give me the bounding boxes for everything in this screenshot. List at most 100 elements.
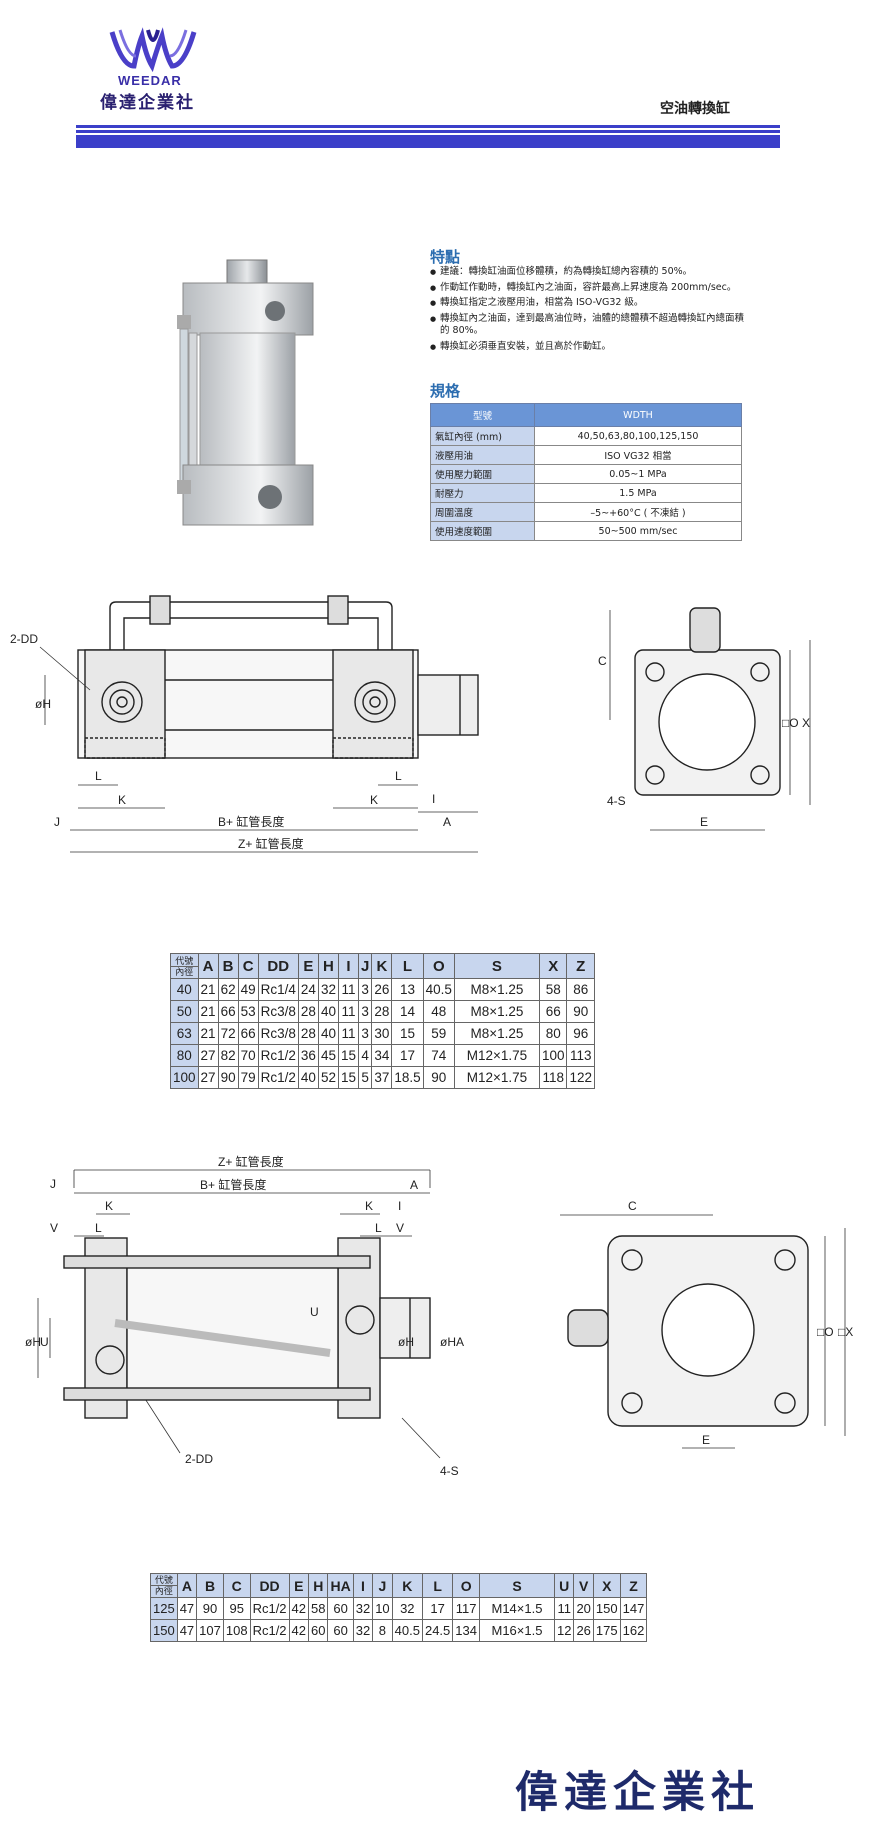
spec-row: 氣缸內徑 (mm)40,50,63,80,100,125,150	[430, 426, 742, 446]
dimension-cell: 96	[566, 1022, 595, 1045]
dimension-cell: 47	[176, 1619, 198, 1642]
dimension-cell: 47	[176, 1597, 198, 1620]
label2-s: 4-S	[440, 1464, 459, 1478]
dimension-cell: 107	[196, 1619, 224, 1642]
feature-item: 轉換缸指定之液壓用油，相當為 ISO-VG32 級。	[430, 297, 750, 310]
dimension-cell: 40.5	[422, 978, 455, 1001]
spec-key: 耐壓力	[430, 483, 535, 503]
spec-key: 使用壓力範圍	[430, 464, 535, 484]
dimension-cell: 11	[553, 1597, 575, 1620]
dimension-cell: 42	[288, 1597, 310, 1620]
dim-header: E	[297, 953, 319, 979]
dimension-cell: 30	[371, 1022, 393, 1045]
spec-title: 規格	[430, 382, 461, 400]
dimension-cell: 27	[197, 1066, 219, 1089]
dimension-cell: 42	[288, 1619, 310, 1642]
dimension-cell: 18.5	[391, 1066, 424, 1089]
label2-l1: L	[95, 1221, 102, 1235]
dim-header: J	[357, 953, 373, 979]
dimension-cell: Rc1/2	[257, 1044, 299, 1067]
spec-value: ISO VG32 相當	[534, 445, 742, 465]
spec-value: –5~+60°C ( 不凍結 )	[534, 502, 742, 522]
label-e: E	[700, 815, 708, 829]
dim-header: Z	[566, 953, 595, 979]
label-dd: 2-DD	[10, 632, 38, 646]
dim-header: B	[196, 1573, 224, 1598]
dimension-cell: 90	[217, 1066, 239, 1089]
dim-header: DD	[257, 953, 299, 979]
drawing-2-technical: Z+ 缸管長度 J B+ 缸管長度 A K K I V L L V øH U U…	[25, 1154, 853, 1478]
dimension-cell: 20	[573, 1597, 594, 1620]
spec-value: 0.05~1 MPa	[534, 464, 742, 484]
dimension-cell: 66	[237, 1022, 259, 1045]
dimension-cell: 10	[372, 1597, 393, 1620]
dimension-cell: 122	[566, 1066, 595, 1089]
brand-name-zh: 偉達企業社	[100, 93, 195, 113]
dimension-cell: 11	[337, 978, 360, 1001]
dimension-cell: Rc3/8	[257, 1000, 299, 1023]
dimension-cell: 27	[197, 1044, 219, 1067]
dimension-cell: 52	[317, 1066, 339, 1089]
dimension-cell: 26	[371, 978, 393, 1001]
label2-a: A	[410, 1178, 418, 1192]
dimension-cell: 14	[391, 1000, 424, 1023]
spec-key: 使用速度範圍	[430, 521, 535, 541]
dimension-cell: 86	[566, 978, 595, 1001]
dimension-cell: 21	[197, 978, 219, 1001]
dimension-cell: M14×1.5	[478, 1597, 555, 1620]
brand-name-en: WEEDAR	[118, 73, 182, 88]
dimension-cell: 24.5	[421, 1619, 454, 1642]
dimension-cell: 11	[337, 1022, 360, 1045]
dimension-cell: Rc1/2	[249, 1619, 290, 1642]
dimension-cell: 12	[553, 1619, 575, 1642]
dimension-cell: 58	[538, 978, 568, 1001]
dim-header: K	[391, 1573, 423, 1598]
dimension-cell: 59	[422, 1022, 455, 1045]
dimension-cell: 3	[357, 1022, 373, 1045]
dimension-cell: 74	[422, 1044, 455, 1067]
dimension-cell: 118	[538, 1066, 568, 1089]
dimension-cell: 13	[391, 978, 424, 1001]
label2-v1: V	[50, 1221, 58, 1235]
dimension-cell: 40	[317, 1000, 339, 1023]
bore-size-cell: 80	[170, 1044, 199, 1067]
label-o: □O	[782, 716, 799, 730]
dimension-cell: 134	[452, 1619, 480, 1642]
dimension-cell: 108	[222, 1619, 251, 1642]
dimension-cell: 21	[197, 1022, 219, 1045]
spec-value: 40,50,63,80,100,125,150	[534, 426, 742, 446]
dimension-cell: M12×1.75	[453, 1066, 540, 1089]
dimension-cell: 66	[538, 1000, 568, 1023]
dimension-cell: 80	[538, 1022, 568, 1045]
label2-l2: L	[375, 1221, 382, 1235]
dimension-cell: 90	[566, 1000, 595, 1023]
dim-header: K	[371, 953, 393, 979]
dimension-cell: 113	[566, 1044, 595, 1067]
dimension-cell: 32	[352, 1619, 374, 1642]
label-z: Z+ 缸管長度	[238, 836, 304, 851]
dimension-cell: Rc1/4	[257, 978, 299, 1001]
bore-size-cell: 150	[150, 1619, 178, 1642]
label2-dd: 2-DD	[185, 1452, 213, 1466]
dimension-cell: 32	[352, 1597, 374, 1620]
dimension-cell: 3	[357, 978, 373, 1001]
label-oh: øH	[35, 697, 51, 711]
spec-key: 氣缸內徑 (mm)	[430, 426, 535, 446]
dim-header: V	[573, 1573, 594, 1598]
feature-item: 轉換缸必須垂直安裝，並且高於作動缸。	[430, 341, 750, 354]
dim-header: O	[452, 1573, 480, 1598]
dim-header: H	[308, 1573, 329, 1598]
dimension-cell: 3	[357, 1000, 373, 1023]
dimension-cell: 17	[421, 1597, 454, 1620]
label2-k2: K	[365, 1199, 373, 1213]
label2-u2: U	[310, 1305, 319, 1319]
label2-oha: øHA	[440, 1335, 464, 1349]
label-l1: L	[95, 769, 102, 783]
